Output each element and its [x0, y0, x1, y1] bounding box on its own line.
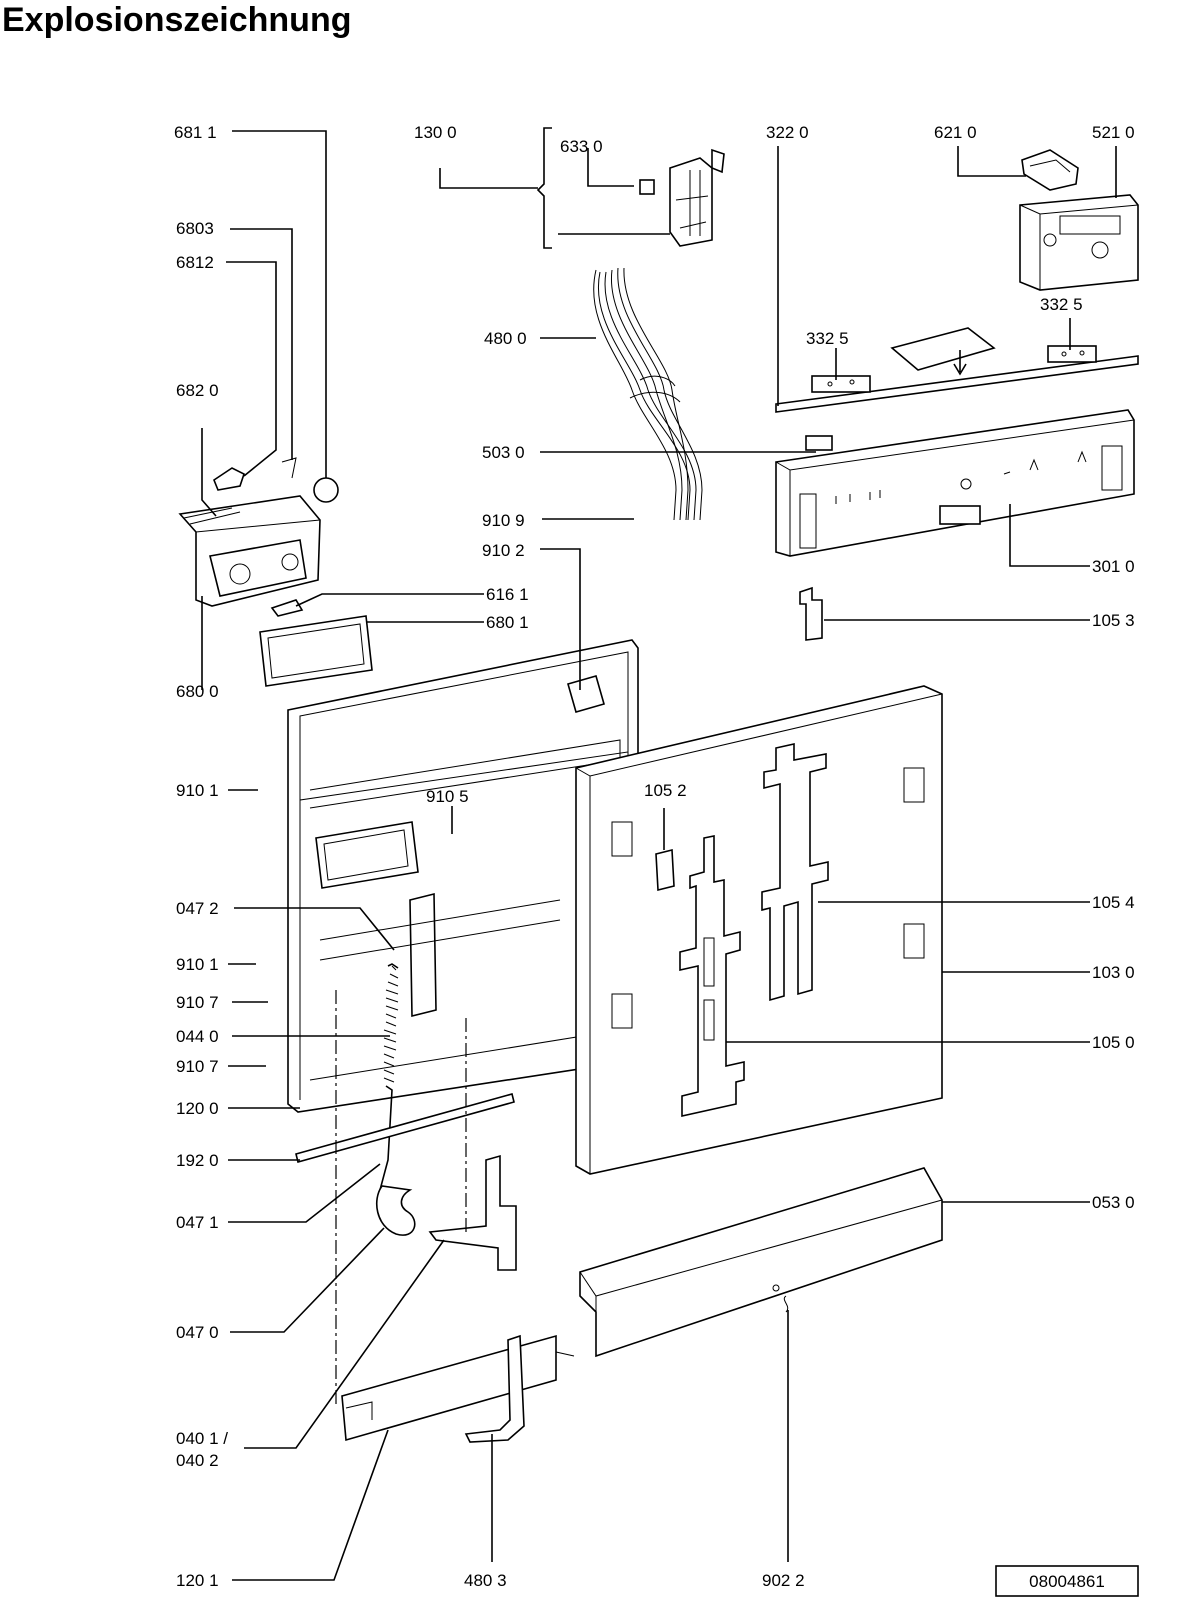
part-electronic-module: [1019, 149, 1139, 291]
label-105-4: 105 4: [1092, 893, 1135, 912]
drawing-number-box: 08004861: [995, 1565, 1139, 1597]
part-bracket-040: [341, 1334, 575, 1443]
drawing-number: 08004861: [1029, 1572, 1105, 1591]
part-strip-322: [775, 327, 1139, 413]
label-521-0: 521 0: [1092, 123, 1135, 142]
label-910-7-b: 910 7: [176, 1057, 219, 1076]
label-130-0: 130 0: [414, 123, 457, 142]
label-621-0: 621 0: [934, 123, 977, 142]
part-reinforcement-1050: [679, 835, 745, 1117]
label-910-1-a: 910 1: [176, 781, 219, 800]
part-wiring-harness: [593, 267, 703, 521]
label-503-0: 503 0: [482, 443, 525, 462]
label-480-0: 480 0: [484, 329, 527, 348]
part-bracket-1053: [799, 586, 823, 641]
label-480-3: 480 3: [464, 1571, 507, 1590]
label-332-5-a: 332 5: [1040, 295, 1083, 314]
label-910-1-b: 910 1: [176, 955, 219, 974]
label-040-2: 040 2: [176, 1451, 219, 1470]
page-title: Explosionszeichnung: [2, 1, 352, 39]
label-040-1: 040 1 /: [176, 1429, 228, 1448]
label-322-0: 322 0: [766, 123, 809, 142]
label-681-1: 681 1: [174, 123, 217, 142]
part-hinge-assembly: [536, 127, 725, 249]
label-192-0: 192 0: [176, 1151, 219, 1170]
label-047-2: 047 2: [176, 899, 219, 918]
leader-lines: [201, 130, 1117, 1581]
part-outer-door: [575, 685, 943, 1175]
label-103-0: 103 0: [1092, 963, 1135, 982]
label-616-1: 616 1: [486, 585, 529, 604]
part-spring: [379, 963, 399, 1191]
label-120-0: 120 0: [176, 1099, 219, 1118]
label-044-0: 044 0: [176, 1027, 219, 1046]
label-633-0: 633 0: [560, 137, 603, 156]
part-dispenser: [178, 457, 339, 617]
label-120-1: 120 1: [176, 1571, 219, 1590]
label-910-2: 910 2: [482, 541, 525, 560]
part-reinforcement-1054: [761, 743, 829, 1002]
label-680-0: 680 0: [176, 682, 219, 701]
label-681-2: 6812: [176, 253, 214, 272]
label-680-1: 680 1: [486, 613, 529, 632]
label-105-0: 105 0: [1092, 1033, 1135, 1052]
label-105-2: 105 2: [644, 781, 687, 800]
label-332-5-b: 332 5: [806, 329, 849, 348]
label-053-0: 053 0: [1092, 1193, 1135, 1212]
label-105-3: 105 3: [1092, 611, 1135, 630]
label-910-5: 910 5: [426, 787, 469, 806]
label-047-0: 047 0: [176, 1323, 219, 1342]
part-bottom-strip: [579, 1167, 943, 1358]
part-labels: 681 1 6803 6812 682 0 680 0 910 1 047 2 …: [174, 123, 1135, 1590]
label-680-3: 6803: [176, 219, 214, 238]
label-682-0: 682 0: [176, 381, 219, 400]
construction-lines: [335, 990, 467, 1404]
label-047-1: 047 1: [176, 1213, 219, 1232]
label-910-7-a: 910 7: [176, 993, 219, 1012]
part-hinge-047: [375, 1154, 517, 1271]
label-301-0: 301 0: [1092, 557, 1135, 576]
label-910-9: 910 9: [482, 511, 525, 530]
part-control-panel: [775, 409, 1135, 557]
part-gasket: [259, 615, 373, 687]
label-902-2: 902 2: [762, 1571, 805, 1590]
